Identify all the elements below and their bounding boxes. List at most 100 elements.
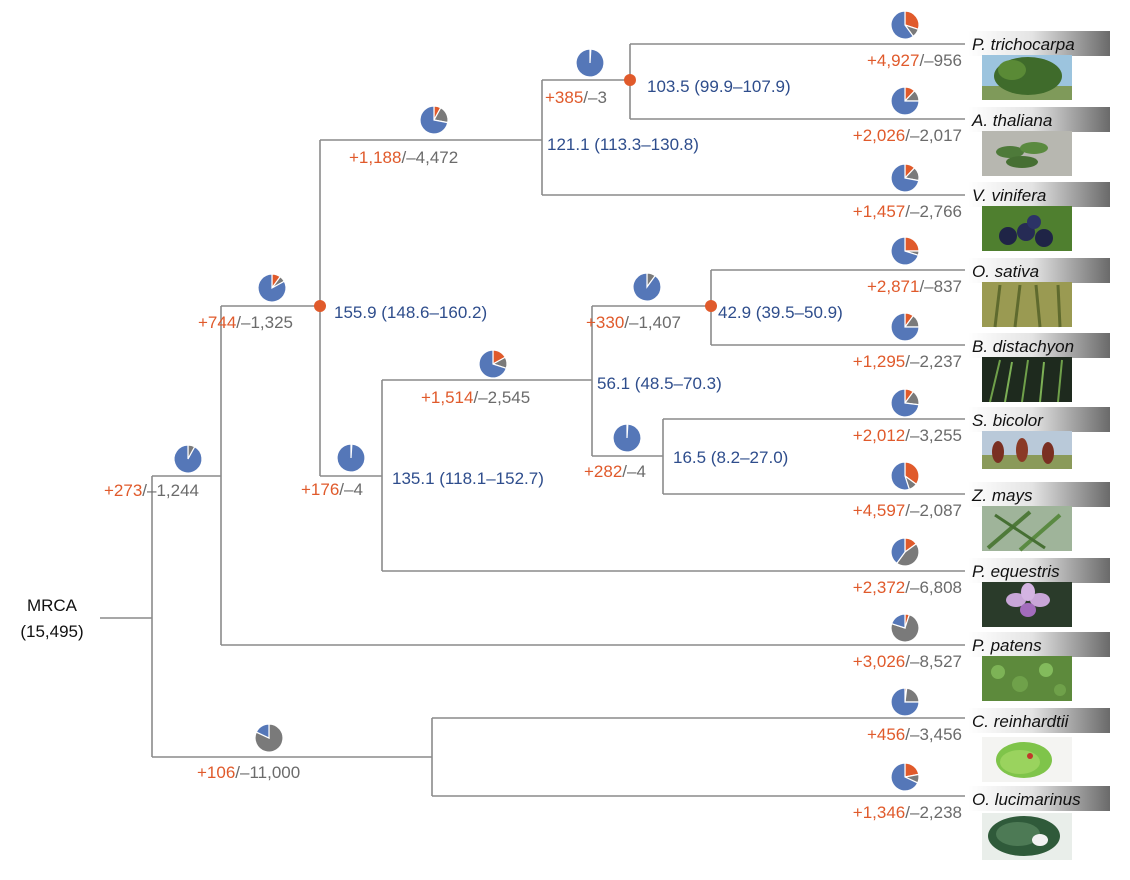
age-angiosperm: 155.9 (148.6–160.2) (334, 303, 487, 322)
species-name-zmay: Z. mays (971, 486, 1033, 505)
gainloss-sbic: +2,012/–3,255 (853, 426, 962, 445)
gainloss-zmay: +4,597/–2,087 (853, 501, 962, 520)
pie-n_green (173, 444, 203, 474)
gainloss-panicoid: +282/–4 (584, 462, 646, 481)
species-panel-sbic: S. bicolor (968, 407, 1110, 469)
pie-slice-blue (336, 443, 366, 473)
pie-slice-blue (890, 762, 919, 792)
pie-slice-red (904, 461, 920, 486)
pie-slice-blue (612, 423, 642, 453)
pie-slice-blue (257, 273, 287, 303)
gainloss-pequ: +2,372/–6,808 (853, 578, 962, 597)
pie-n_panicoid (612, 423, 642, 453)
pie-n_land (257, 273, 287, 303)
pie-slice-blue (419, 105, 449, 135)
pie-slice-grey (895, 542, 920, 567)
species-panel-osat: O. sativa (968, 258, 1110, 328)
gainloss-atha: +2,026/–2,017 (853, 126, 962, 145)
species-panel-bdis: B. distachyon (968, 333, 1110, 403)
age-panicoid: 16.5 (8.2–27.0) (673, 448, 788, 467)
gainloss-chlorophyte: +106/–11,000 (197, 763, 300, 782)
pie-slice-blue (173, 444, 203, 474)
gainloss-eudicot: +1,188/–4,472 (349, 148, 458, 167)
pie-ppat (890, 613, 920, 643)
ostreococcus-photo (982, 813, 1072, 860)
pie-bdis (890, 312, 920, 342)
pie-slice-blue (575, 48, 605, 78)
pie-vvin (890, 163, 920, 193)
tree-photo (982, 55, 1072, 100)
pie-slice-blue (890, 312, 920, 342)
pie-slice-blue (890, 388, 920, 418)
species-name-atha: A. thaliana (971, 111, 1052, 130)
rosette-plant-photo (982, 131, 1072, 176)
age-monocot: 135.1 (118.1–152.7) (392, 469, 544, 488)
pie-slice-blue (890, 236, 920, 266)
tree-branches (100, 43, 965, 797)
chlamydomonas-photo (982, 737, 1072, 782)
calibration-dot-angiosperm (314, 300, 326, 312)
gainloss-rosid: +385/–3 (545, 88, 607, 107)
pie-crei (890, 687, 920, 717)
species-panel-pequ: P. equestris (968, 558, 1110, 627)
pie-pequ (890, 537, 920, 567)
species-name-crei: C. reinhardtii (972, 712, 1070, 731)
pie-slice-blue (890, 163, 920, 193)
orchid-photo (982, 582, 1072, 627)
species-name-bdis: B. distachyon (972, 337, 1074, 356)
gainloss-grass-stem: +1,514/–2,545 (421, 388, 530, 407)
gainloss-osat: +2,871/–837 (867, 277, 962, 296)
pie-n_eudicot (419, 105, 449, 135)
pie-slice-blue (890, 537, 906, 565)
pie-slice-blue (478, 349, 508, 379)
species-panel-zmay: Z. mays (968, 482, 1110, 552)
pie-n_bep (632, 272, 662, 302)
age-grass: 56.1 (48.5–70.3) (597, 374, 722, 393)
rice-photo (982, 282, 1072, 328)
gainloss-land: +744/–1,325 (198, 313, 293, 332)
species-name-vvin: V. vinifera (972, 186, 1046, 205)
species-name-osat: O. sativa (972, 262, 1039, 281)
sorghum-photo (982, 431, 1072, 469)
root-label: MRCA (27, 596, 78, 615)
age-bep: 42.9 (39.5–50.9) (718, 303, 843, 322)
maize-photo (982, 506, 1072, 552)
species-name-ppat: P. patens (972, 636, 1042, 655)
species-name-ptri: P. trichocarpa (972, 35, 1075, 54)
species-panel-ptri: P. trichocarpa (968, 31, 1110, 100)
pie-slice-blue (890, 461, 911, 491)
species-panel-ppat: P. patens (968, 632, 1110, 701)
pie-slice-blue (890, 10, 915, 40)
species-name-oluc: O. lucimarinus (972, 790, 1081, 809)
species-panel-crei: C. reinhardtii (968, 708, 1110, 782)
pie-sbic (890, 388, 920, 418)
pie-slice-blue (890, 613, 906, 629)
grape-photo (982, 206, 1072, 251)
pie-oluc (890, 762, 920, 792)
pie-n_monocot (336, 443, 366, 473)
pie-n_rosid (575, 48, 605, 78)
species-panel-vvin: V. vinifera (968, 182, 1110, 251)
pie-ptri (890, 10, 920, 40)
gainloss-monocot: +176/–4 (301, 480, 363, 499)
moss-photo (982, 656, 1072, 701)
age-rosid: 121.1 (113.3–130.8) (547, 135, 699, 154)
calibration-dot-rosid (624, 74, 636, 86)
pie-osat (890, 236, 920, 266)
species-panel-oluc: O. lucimarinus (968, 786, 1110, 860)
pie-slice-grey (904, 687, 920, 703)
gainloss-ptri: +4,927/–956 (867, 51, 962, 70)
pie-charts (173, 10, 920, 792)
gainloss-bep: +330/–1,407 (586, 313, 681, 332)
species-name-sbic: S. bicolor (972, 411, 1044, 430)
species-panel-atha: A. thaliana (968, 107, 1110, 176)
gainloss-bdis: +1,295/–2,237 (853, 352, 962, 371)
pie-n_grass_stem (478, 349, 508, 379)
pie-zmay (890, 461, 920, 491)
gainloss-crei: +456/–3,456 (867, 725, 962, 744)
age-ptri-atha: 103.5 (99.9–107.9) (647, 77, 791, 96)
species-name-pequ: P. equestris (972, 562, 1060, 581)
gainloss-vvin: +1,457/–2,766 (853, 202, 962, 221)
pie-slice-blue (890, 687, 920, 717)
